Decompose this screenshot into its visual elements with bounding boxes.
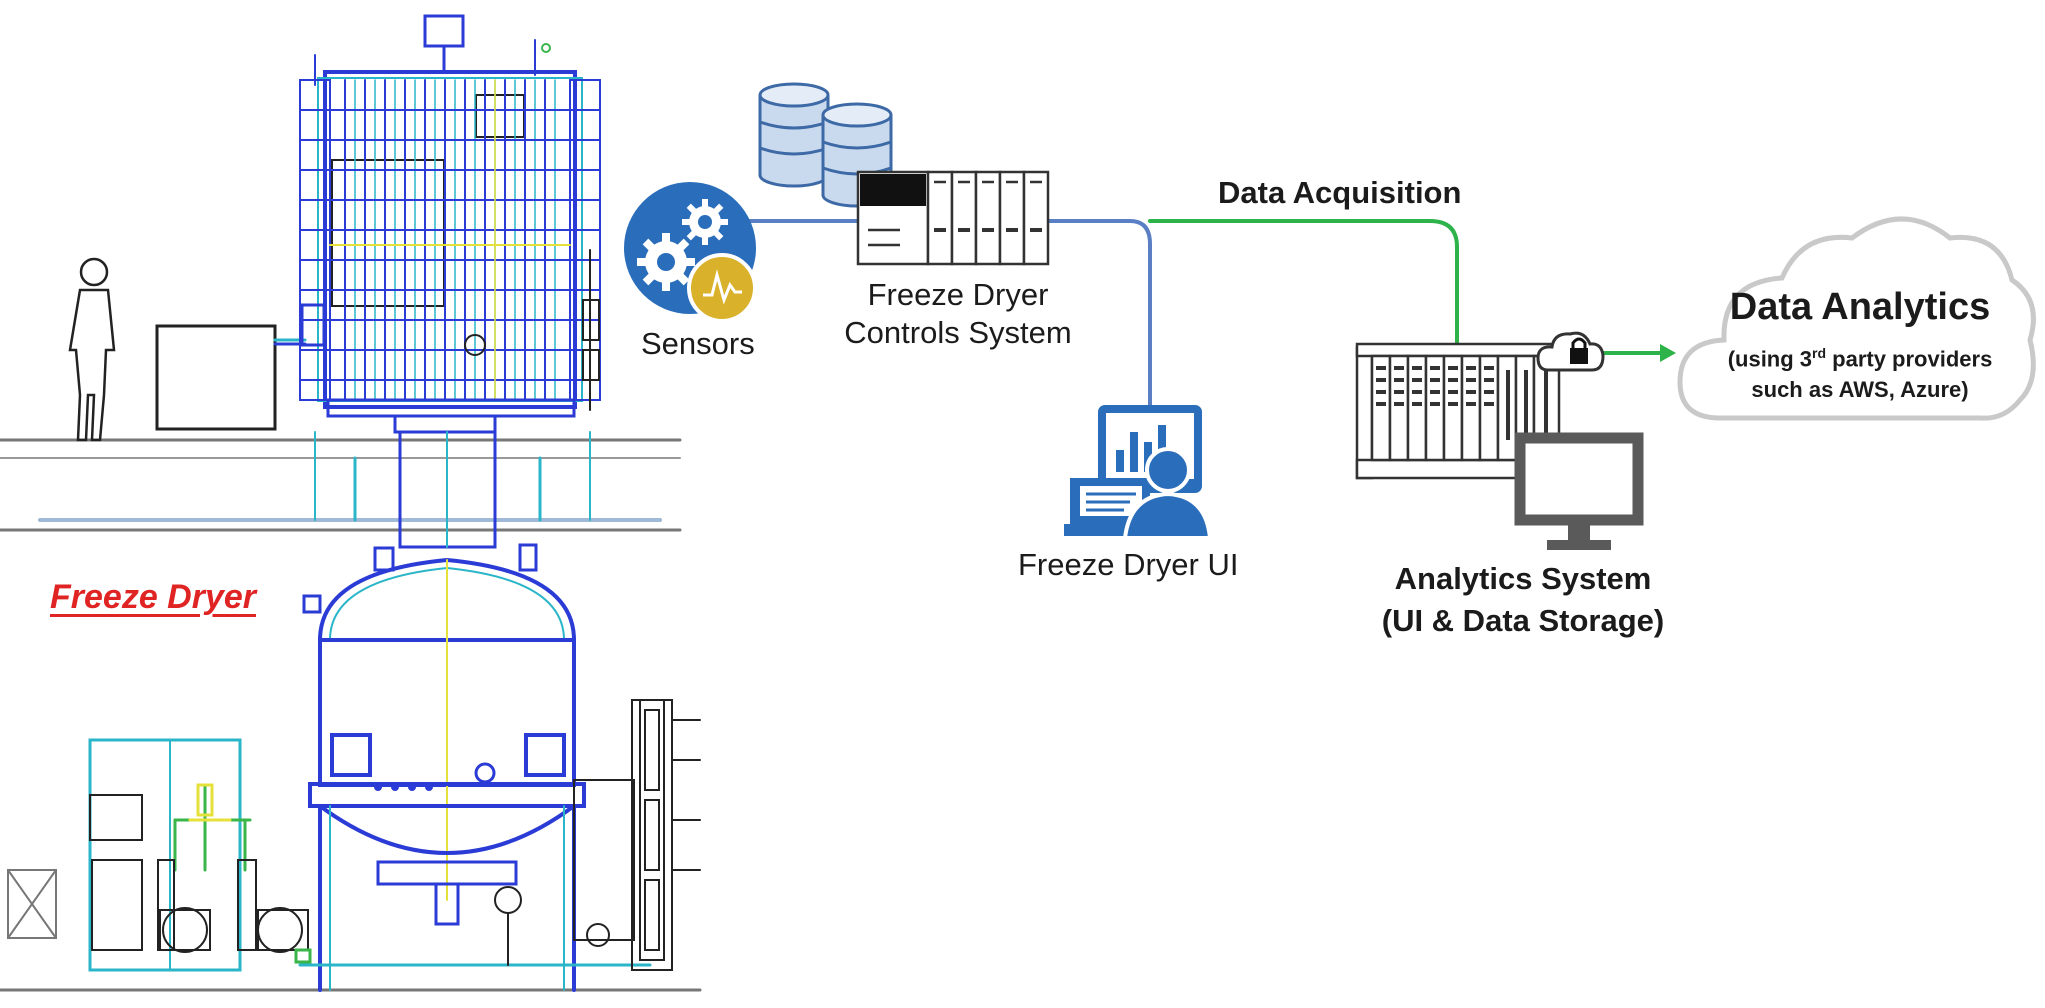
data-analytics-line1: (using 3rd party providers	[1700, 338, 2020, 374]
connector-lines	[743, 219, 1676, 407]
subtitle-suffix: party providers	[1826, 346, 1993, 372]
data-acquisition-label: Data Acquisition	[1218, 175, 1462, 210]
cloud-lock-icon	[1536, 331, 1605, 372]
data-analytics-title: Data Analytics	[1729, 286, 1991, 328]
monitor-icon	[1514, 432, 1644, 550]
sensors-label: Sensors	[641, 326, 755, 361]
daq-chassis-icon	[1355, 342, 1561, 480]
cloud-icon	[1677, 216, 2036, 421]
data-analytics-line2: such as AWS, Azure)	[1751, 377, 1969, 403]
data-analytics-subtitle: (using 3rd party providers such as AWS, …	[1700, 338, 2020, 405]
analytics-label-line1: Analytics System	[1394, 561, 1652, 596]
controls-label-line2: Controls System	[844, 315, 1072, 350]
gears-with-waveform-icon	[624, 182, 757, 323]
freeze-dryer-blueprint	[0, 14, 702, 992]
dashboard-workstation-icon	[1064, 405, 1213, 540]
freeze-dryer-title: Freeze Dryer	[50, 578, 257, 616]
controls-system-label: Freeze Dryer Controls System	[833, 276, 1083, 352]
freeze-dryer-ui-label: Freeze Dryer UI	[1018, 547, 1239, 582]
operator-figure	[68, 257, 116, 442]
analytics-system-label: Analytics System (UI & Data Storage)	[1363, 558, 1683, 642]
subtitle-prefix: (using 3	[1727, 346, 1813, 372]
subtitle-superscript: rd	[1812, 345, 1827, 361]
plc-rack-icon	[856, 170, 1050, 266]
controls-label-line1: Freeze Dryer	[867, 277, 1049, 312]
analytics-label-line2: (UI & Data Storage)	[1381, 603, 1665, 638]
